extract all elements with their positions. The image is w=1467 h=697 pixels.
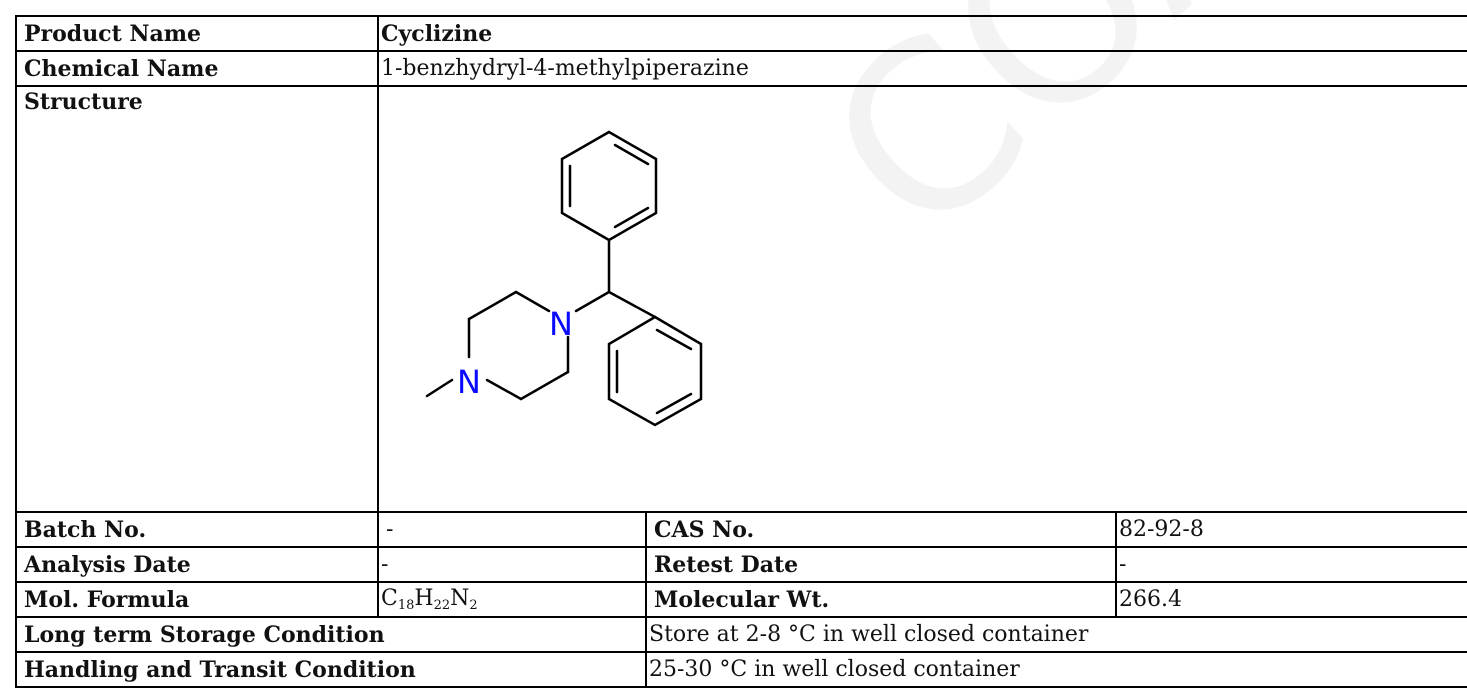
chemical-name-value: 1-benzhydryl-4-methylpiperazine: [377, 50, 1467, 87]
coa-table: Product Name Cyclizine Chemical Name 1-b…: [15, 15, 1467, 688]
nitrogen-atom-2: N: [457, 363, 481, 401]
row-mol: Mol. Formula C18H22N2 Molecular Wt. 266.…: [15, 581, 1467, 618]
analysis-date-value: -: [377, 546, 647, 583]
structure-cell: N N: [377, 85, 1467, 513]
retest-date-label: Retest Date: [645, 546, 1117, 583]
row-handling: Handling and Transit Condition 25-30 °C …: [15, 651, 1467, 688]
row-storage: Long term Storage Condition Store at 2-8…: [15, 616, 1467, 653]
handling-value: 25-30 °C in well closed container: [645, 651, 1467, 688]
mol-formula-label: Mol. Formula: [15, 581, 379, 618]
formula-h-count: 22: [433, 598, 451, 613]
structure-label: Structure: [15, 85, 379, 513]
row-chemical-name: Chemical Name 1-benzhydryl-4-methylpiper…: [15, 50, 1467, 87]
molecular-wt-value: 266.4: [1115, 581, 1467, 618]
row-product-name: Product Name Cyclizine: [15, 15, 1467, 52]
product-name-value: Cyclizine: [377, 15, 1467, 52]
mol-formula-value: C18H22N2: [377, 581, 647, 618]
formula-n-count: 2: [469, 598, 478, 613]
formula-c: C: [381, 586, 398, 611]
retest-date-value: -: [1115, 546, 1467, 583]
row-batch: Batch No. - CAS No. 82-92-8: [15, 511, 1467, 548]
row-structure: Structure: [15, 85, 1467, 513]
formula-n: N: [450, 586, 470, 611]
cas-no-value: 82-92-8: [1115, 511, 1467, 548]
handling-label: Handling and Transit Condition: [15, 651, 647, 688]
analysis-date-label: Analysis Date: [15, 546, 379, 583]
chemical-name-label: Chemical Name: [15, 50, 379, 87]
cas-no-label: CAS No.: [645, 511, 1117, 548]
product-name-label: Product Name: [15, 15, 379, 52]
formula-h: H: [414, 586, 434, 611]
formula-c-count: 18: [397, 598, 415, 613]
storage-label: Long term Storage Condition: [15, 616, 647, 653]
molecular-wt-label: Molecular Wt.: [645, 581, 1117, 618]
batch-no-label: Batch No.: [15, 511, 379, 548]
chemical-structure-image: N N: [425, 130, 703, 427]
row-analysis: Analysis Date - Retest Date -: [15, 546, 1467, 583]
storage-value: Store at 2-8 °C in well closed container: [645, 616, 1467, 653]
nitrogen-atom-1: N: [549, 305, 573, 343]
batch-no-value: -: [377, 511, 647, 548]
